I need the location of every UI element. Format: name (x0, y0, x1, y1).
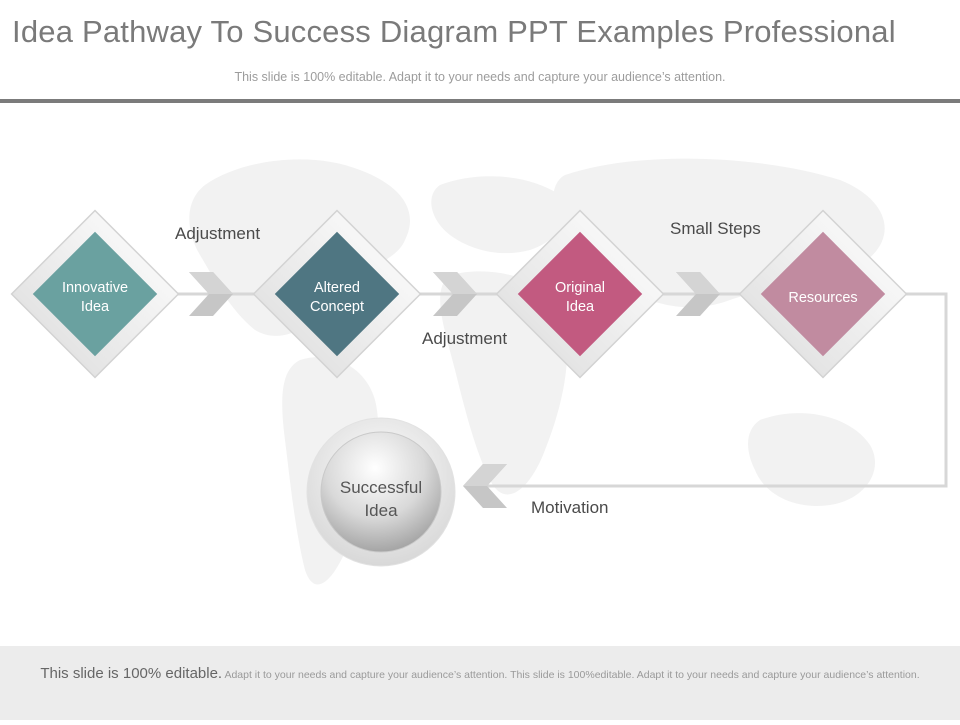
arrow-icon (676, 272, 720, 316)
step-label-resources: Resources (788, 290, 858, 306)
footer-lead: This slide is 100% editable. (40, 665, 223, 682)
title-divider (0, 99, 960, 103)
slide-subtitle: This slide is 100% editable. Adapt it to… (234, 70, 726, 84)
footer-body: Adapt it to your needs and capture your … (224, 669, 920, 681)
arrow-icon (433, 272, 477, 316)
footer-text-block: This slide is 100% editable. Adapt it to… (0, 665, 960, 682)
return-label-motivation: Motivation (531, 498, 609, 517)
step-diamond-4 (738, 209, 908, 379)
world-map-background (189, 158, 885, 585)
step-label-altered-concept: Altered Concept (309, 280, 364, 315)
step-diamond-2 (252, 209, 422, 379)
slide-title: Idea Pathway To Success Diagram PPT Exam… (12, 14, 896, 49)
connector-label-adjustment-2: Adjustment (422, 329, 508, 348)
connector-label-small-steps: Small Steps (670, 219, 761, 238)
slide-footer: This slide is 100% editable. Adapt it to… (0, 646, 960, 720)
arrow-icon (463, 464, 507, 508)
step-label-innovative-idea: Innovative Idea (61, 280, 129, 315)
goal-label: Successful Idea (339, 478, 423, 520)
step-label-original-idea: Original Idea (555, 280, 605, 315)
connector-label-adjustment-1: Adjustment (175, 224, 261, 243)
step-diamond-3 (495, 209, 665, 379)
goal-circle (306, 417, 456, 567)
step-diamond-1 (10, 209, 180, 379)
arrow-icon (189, 272, 233, 316)
